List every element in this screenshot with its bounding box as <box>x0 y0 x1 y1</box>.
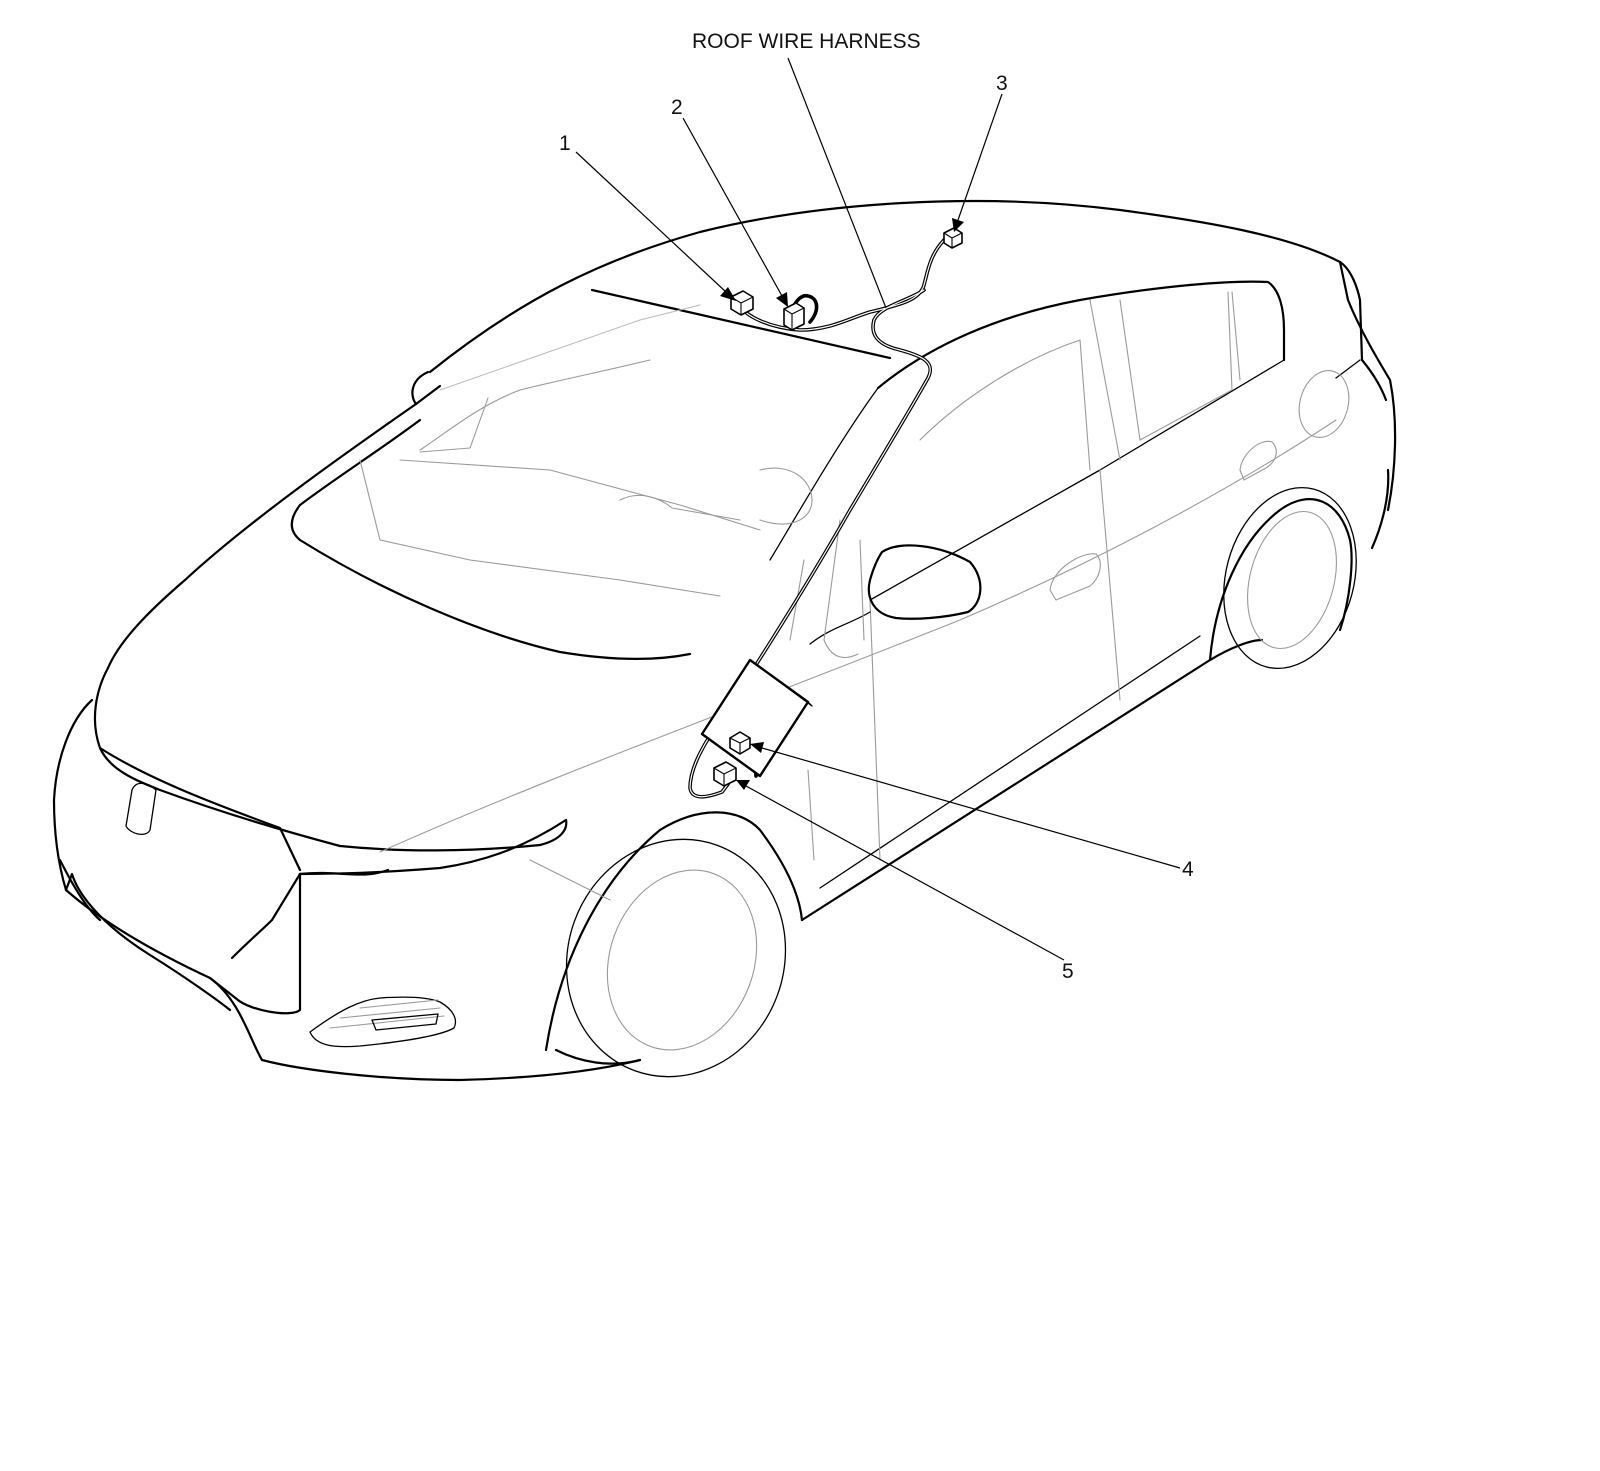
leader-1 <box>575 151 727 293</box>
harness-label: ROOF WIRE HARNESS <box>692 30 921 53</box>
leader-harness <box>787 57 887 309</box>
arrowhead-1 <box>720 287 736 301</box>
callout-5: 5 <box>1062 960 1074 983</box>
connector-1 <box>730 290 754 316</box>
callout-4: 4 <box>1182 858 1194 881</box>
car-body <box>52 199 1397 1082</box>
leader-4 <box>761 747 1181 869</box>
connector-5 <box>713 761 737 787</box>
arrowhead-3 <box>952 218 964 232</box>
connector-2 <box>783 302 805 331</box>
leader-5 <box>745 785 1065 961</box>
arrowhead-5 <box>736 780 750 790</box>
leader-3 <box>957 93 1003 221</box>
connector-4 <box>729 731 751 755</box>
arrowhead-4 <box>750 742 764 753</box>
control-unit-box <box>700 658 813 778</box>
connector-3 <box>943 227 963 249</box>
leader-2 <box>682 117 783 297</box>
leader-lines <box>575 57 1181 961</box>
callout-3: 3 <box>996 72 1008 95</box>
arrowhead-2 <box>776 292 788 307</box>
roof-wire-harness <box>688 238 946 799</box>
callout-2: 2 <box>671 96 683 119</box>
callout-1: 1 <box>559 132 571 155</box>
